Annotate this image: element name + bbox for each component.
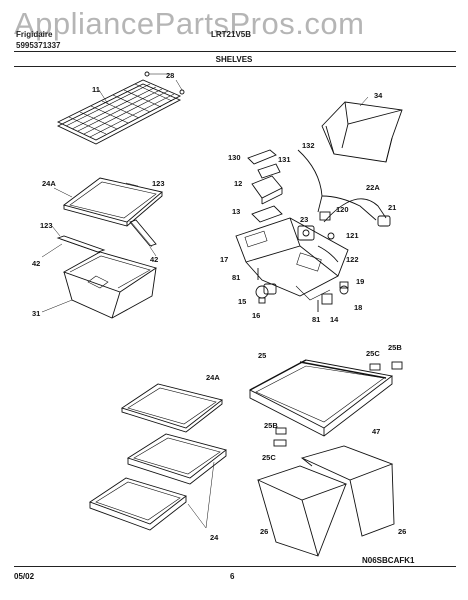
part-19	[339, 281, 349, 289]
callout-123-left: 123	[40, 221, 53, 230]
model-number: LRT21V5B	[211, 30, 252, 39]
callout-131: 131	[278, 155, 291, 164]
leader-24-b	[205, 461, 215, 529]
callout-24a-bottom: 24A	[206, 373, 220, 382]
bracket-13	[251, 205, 283, 223]
section-title: SHELVES	[215, 55, 253, 64]
control-knob-12	[251, 175, 283, 205]
leader-24	[187, 503, 207, 529]
lamp-15	[255, 285, 269, 304]
callout-15: 15	[238, 297, 246, 306]
harness-122	[317, 245, 339, 263]
shelf-24-upper	[126, 433, 227, 485]
callout-121: 121	[346, 231, 359, 240]
leader-34	[359, 96, 369, 107]
callout-31: 31	[32, 309, 40, 318]
screw-121	[327, 232, 335, 240]
light-cover-130	[247, 149, 277, 165]
callout-18: 18	[354, 303, 362, 312]
crisper-pan-right	[300, 445, 395, 537]
cover-clip-25c-top	[369, 363, 381, 371]
cover-clip-25b-mid	[275, 427, 287, 435]
header-rule-top	[14, 51, 456, 52]
callout-23: 23	[300, 215, 308, 224]
crisper-drawer	[62, 251, 158, 319]
footer-rule	[14, 566, 456, 567]
thermostat-23	[297, 225, 315, 241]
callout-25c-top: 25C	[366, 349, 380, 358]
callout-11: 11	[92, 85, 100, 94]
callout-24: 24	[210, 533, 219, 542]
shelf-clip	[144, 71, 185, 95]
shelf-24-lower	[89, 477, 187, 531]
footer-date: 05/02	[14, 572, 35, 581]
control-housing-17	[235, 217, 349, 301]
harness-132	[297, 149, 377, 221]
callout-123-top: 123	[152, 179, 165, 188]
callout-25b-top: 25B	[388, 343, 402, 352]
page-number: 6	[230, 572, 235, 581]
leader-42-left	[41, 243, 63, 258]
crisper-cover	[249, 359, 394, 437]
callout-42-right: 42	[150, 255, 158, 264]
callout-34: 34	[374, 91, 383, 100]
callout-26-right: 26	[398, 527, 406, 536]
callout-26-left: 26	[260, 527, 268, 536]
header-rule-bottom	[14, 66, 456, 67]
socket-16	[263, 283, 277, 295]
leader-123-left	[51, 225, 61, 237]
leader-31	[41, 299, 73, 313]
wire-shelf	[56, 79, 182, 145]
slide-rail-left	[56, 235, 106, 254]
wire-harness-22a	[323, 198, 387, 223]
cover-clip-25c-mid	[273, 439, 287, 447]
crisper-pan-left	[256, 465, 348, 557]
switch-14	[321, 293, 333, 305]
damper-18	[339, 285, 349, 295]
callout-12: 12	[234, 179, 242, 188]
callout-25: 25	[258, 351, 266, 360]
callout-13: 13	[232, 207, 240, 216]
callout-122: 122	[346, 255, 359, 264]
callout-47: 47	[372, 427, 380, 436]
callout-42-left: 42	[32, 259, 40, 268]
callout-130: 130	[228, 153, 241, 162]
slide-rail-right	[129, 219, 157, 248]
callout-132: 132	[302, 141, 315, 150]
callout-24a-top: 24A	[42, 179, 56, 188]
clip-120	[319, 211, 331, 221]
light-lens-131	[257, 163, 281, 179]
callout-21: 21	[388, 203, 396, 212]
callout-19: 19	[356, 277, 364, 286]
callout-120: 120	[336, 205, 349, 214]
publication-number: 5995371337	[16, 41, 61, 50]
callout-17: 17	[220, 255, 228, 264]
sensor-21	[377, 215, 391, 227]
glass-shelf-top	[62, 177, 163, 227]
callout-14: 14	[330, 315, 339, 324]
callout-28: 28	[166, 71, 174, 80]
callout-25b-mid: 25B	[264, 421, 278, 430]
glass-shelf-bottom	[120, 383, 224, 433]
leader-24a-top	[53, 187, 73, 198]
door-bin	[321, 101, 403, 163]
callout-16: 16	[252, 311, 260, 320]
callout-25c-mid: 25C	[262, 453, 276, 462]
leader-42-right	[149, 246, 157, 257]
leader-11	[98, 89, 109, 105]
brand-label: Frigidaire	[16, 30, 53, 39]
drawing-id: N06SBCAFK1	[362, 556, 415, 565]
cover-clip-25b-top	[391, 361, 403, 370]
callout-22a: 22A	[366, 183, 380, 192]
callout-81-left: 81	[232, 273, 240, 282]
callout-81-bottom: 81	[312, 315, 320, 324]
leader-123-top	[125, 182, 139, 187]
